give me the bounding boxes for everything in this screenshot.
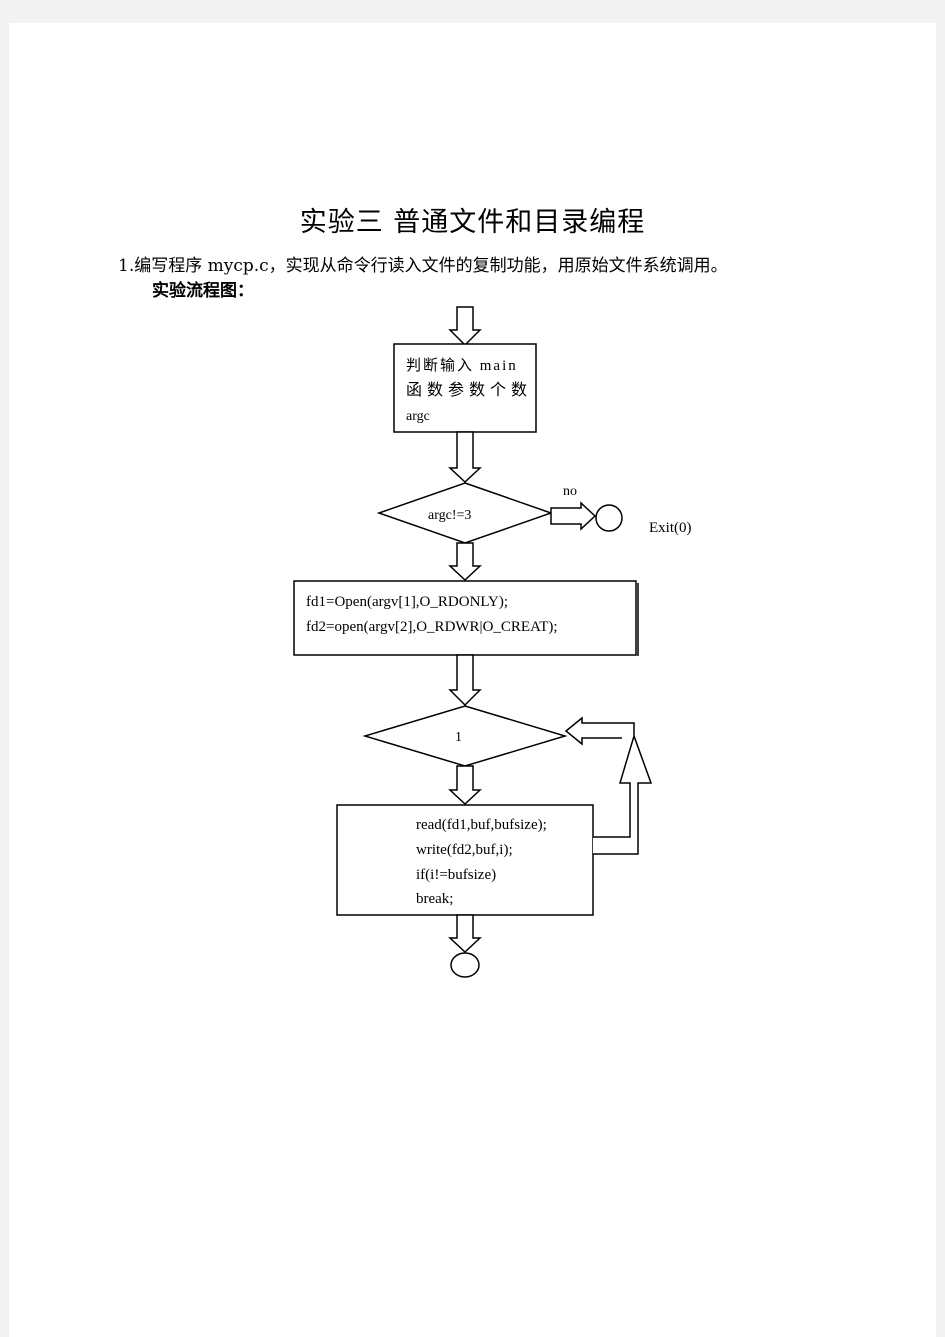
arrow-decision2-to-box3 [448, 765, 482, 806]
no-label: no [563, 484, 577, 499]
loop-back-arrowhead [564, 716, 635, 746]
entry-arrow [448, 306, 482, 347]
box1-line3: argc [406, 409, 430, 424]
box1-line1: 判断输入 main [406, 357, 518, 374]
arrow-box3-to-end [448, 914, 482, 954]
exit-label: Exit(0) [649, 520, 692, 536]
decision2-label: 1 [455, 730, 462, 745]
box3-line1: read(fd1,buf,bufsize); [416, 817, 547, 833]
box2-line1: fd1=Open(argv[1],O_RDONLY); [306, 594, 508, 610]
decision1-label: argc!=3 [428, 508, 471, 523]
box1-line2: 函数参数个数 [406, 381, 532, 399]
box3-line3: if(i!=bufsize) [416, 867, 496, 883]
box3-line4: break; [416, 891, 453, 907]
flowchart-heading: 实验流程图： [152, 281, 254, 301]
arrow-box2-to-decision2 [448, 654, 482, 707]
process-box-copy-loop [336, 804, 594, 916]
box3-line2: write(fd2,buf,i); [416, 842, 513, 858]
box2-line2: fd2=open(argv[2],O_RDWR|O_CREAT); [306, 619, 558, 635]
decision-loop [362, 705, 568, 767]
exit-terminal [595, 504, 623, 532]
arrow-box1-to-decision1 [448, 431, 482, 484]
arrow-decision1-to-box2 [448, 542, 482, 582]
process-box-open [293, 580, 637, 656]
task-description: 1.编写程序 mycp.c，实现从命令行读入文件的复制功能，用原始文件系统调用。 [118, 256, 728, 276]
end-terminal [450, 952, 480, 978]
document-title: 实验三 普通文件和目录编程 [299, 207, 646, 238]
loop-back-arrow [593, 733, 653, 855]
no-branch-arrow [550, 501, 597, 531]
